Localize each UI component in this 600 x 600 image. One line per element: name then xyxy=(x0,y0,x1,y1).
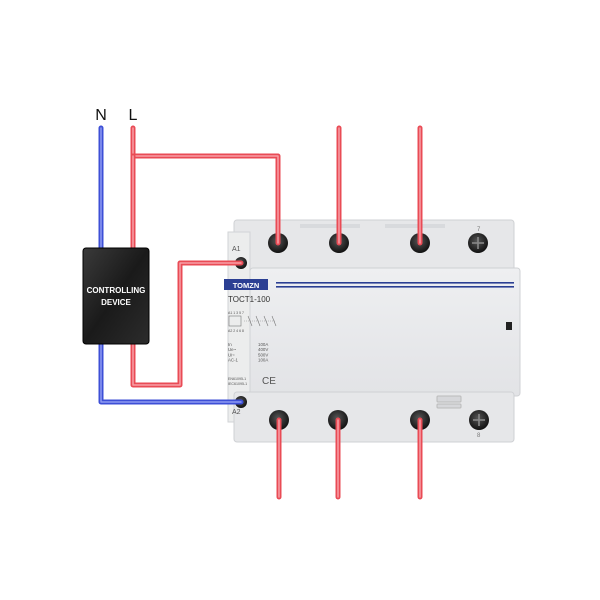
contact-schematic: A1 1 3 5 7 A2 2 4 6 8 xyxy=(228,311,277,333)
spec-value: 400V xyxy=(258,347,268,352)
schematic-bottom-labels: A2 2 4 6 8 xyxy=(228,329,244,333)
spec-value: 100A xyxy=(258,358,268,363)
model-number: TOCT1-100 xyxy=(228,295,271,304)
terminal-label-7: 7 xyxy=(477,227,481,233)
wires xyxy=(98,125,423,500)
standard-1: EN61095-1 xyxy=(228,377,246,381)
brand-stripe xyxy=(276,282,514,284)
spec-value: 100A xyxy=(258,342,268,347)
line-label: L xyxy=(129,107,138,124)
spec-key: Ui~ xyxy=(228,352,235,357)
spec-value: 500V xyxy=(258,352,268,357)
terminal-label-a2: A2 xyxy=(232,409,241,416)
controller-box xyxy=(82,247,150,345)
spec-key: In xyxy=(228,342,232,347)
controller-label-line1: CONTROLLING xyxy=(87,286,146,295)
spec-key: AC-1 xyxy=(228,358,239,363)
terminal-label-a1: A1 xyxy=(232,246,241,253)
neutral-label: N xyxy=(95,107,107,124)
standard-2: IEC61095-1 xyxy=(228,382,247,386)
ridge xyxy=(385,224,445,228)
brand-badge xyxy=(224,279,268,290)
din-latch xyxy=(436,395,462,403)
schematic-top-labels: A1 1 3 5 7 xyxy=(228,311,244,315)
controller-label-line2: DEVICE xyxy=(101,298,131,307)
wire-neutral-coil-a2 xyxy=(98,337,244,405)
spec-key: Ue~ xyxy=(228,347,237,352)
status-indicator xyxy=(506,322,512,330)
ce-mark: CE xyxy=(262,376,276,387)
controlling-device: CONTROLLING DEVICE xyxy=(82,247,150,345)
ridge xyxy=(300,224,360,228)
din-latch xyxy=(436,403,462,409)
brand-stripe xyxy=(276,286,514,288)
spec-table: In 100A Ue~ 400V Ui~ 500V AC-1 100A xyxy=(228,342,268,363)
contactor: TOMZN TOCT1-100 A1 1 3 5 7 A2 2 4 6 8 In… xyxy=(224,219,521,443)
brand-logo: TOMZN xyxy=(233,281,260,290)
terminal-label-8: 8 xyxy=(477,433,481,439)
